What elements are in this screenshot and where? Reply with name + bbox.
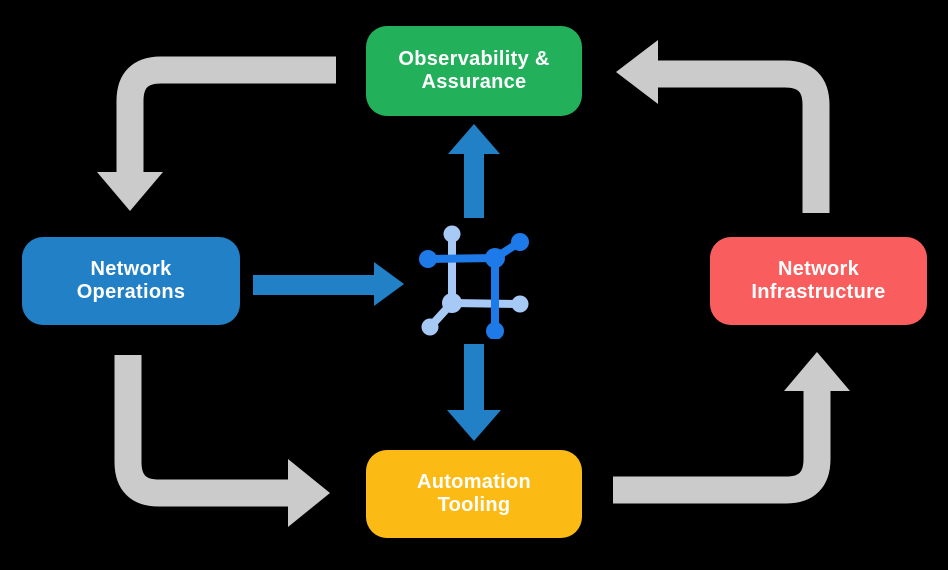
node-label: Observability & Assurance — [398, 48, 550, 93]
arrow-observability-to-operations — [97, 56, 336, 211]
node-label: Network Infrastructure — [751, 258, 886, 303]
node-network-infrastructure: Network Infrastructure — [710, 237, 927, 325]
arrow-head-down-icon — [97, 172, 163, 211]
arrow-shaft — [114, 355, 288, 507]
arrow-center-to-automation — [447, 344, 501, 441]
arrow-shaft — [464, 153, 484, 218]
network-mesh-icon — [419, 225, 529, 339]
arrow-head-up-icon — [784, 352, 850, 391]
arrow-head-right-icon — [374, 262, 404, 306]
arrow-operations-to-automation — [114, 355, 330, 527]
arrow-infrastructure-to-observability — [616, 40, 830, 213]
network-mesh-dark-nodes — [419, 233, 529, 339]
arrow-operations-to-center — [253, 262, 404, 306]
arrow-shaft — [613, 391, 831, 504]
arrow-shaft — [464, 344, 484, 411]
arrow-shaft — [116, 56, 336, 173]
arrow-shaft — [658, 60, 830, 213]
arrow-head-right-icon — [288, 459, 330, 527]
arrow-head-down-icon — [447, 410, 501, 441]
arrow-head-up-icon — [448, 124, 500, 154]
network-mesh-light-nodes — [421, 225, 529, 336]
node-label: Automation Tooling — [416, 471, 532, 516]
node-automation-tooling: Automation Tooling — [366, 450, 582, 538]
arrow-automation-to-infrastructure — [613, 352, 850, 504]
arrow-shaft — [253, 275, 374, 295]
node-network-operations: Network Operations — [22, 237, 240, 325]
arrow-head-left-icon — [616, 40, 658, 104]
node-label: Network Operations — [76, 258, 186, 303]
node-observability-assurance: Observability & Assurance — [366, 26, 582, 116]
arrow-center-to-observability — [448, 124, 500, 218]
